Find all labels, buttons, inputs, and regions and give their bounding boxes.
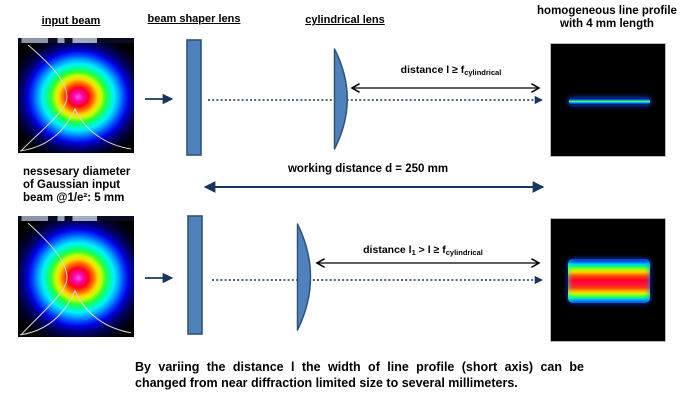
beam-profiler-titlebar [18,216,134,221]
caption-line1: By variing the distance l the width of l… [135,360,584,374]
beam-shaper-lens-header: beam shaper lens [147,13,241,25]
cylindrical-lens-top [333,48,348,150]
working-distance-label: working distance d = 250 mm [287,163,449,175]
gaussian-input-note-line2: of Gaussian input [23,179,121,191]
line-profile-image-thin [550,43,666,157]
beam-shaper-lens-bottom [187,215,203,335]
distance-label-top: distance l ≥ fcylindrical [400,64,502,77]
gaussian-cross-section-curves [19,222,132,336]
gaussian-input-note-line1: nessesary diameter [23,166,131,178]
diagram-caption: By variing the distance l the width of l… [135,360,584,391]
line-profile-image-wide [550,218,666,342]
gaussian-cross-section-curves [19,44,132,152]
input-beam-profile-image-bottom [18,216,134,337]
thin-line-beam [569,98,651,105]
cylindrical-lens-bottom [296,223,312,331]
gaussian-input-note: nessesary diameter of Gaussian input bea… [23,166,130,205]
line-profile-header-line1: homogeneous line profile [537,5,677,17]
beam-profiler-titlebar [18,38,134,43]
input-beam-header: input beam [41,15,101,27]
caption-line2: changed from near diffraction limited si… [135,375,518,390]
distance-label-bottom: distance l1 > l ≥ fcylindrical [363,244,483,257]
line-profile-header-line2: with 4 mm length [560,18,654,30]
input-beam-profile-image-top [18,38,134,153]
beam-shaper-lens-top [186,39,202,156]
gaussian-input-note-line3: beam @1/e²: 5 mm [23,192,125,204]
wide-line-beam [568,259,651,303]
cylindrical-lens-header: cylindrical lens [305,14,385,26]
line-profile-header: homogeneous line profile with 4 mm lengt… [537,5,677,31]
